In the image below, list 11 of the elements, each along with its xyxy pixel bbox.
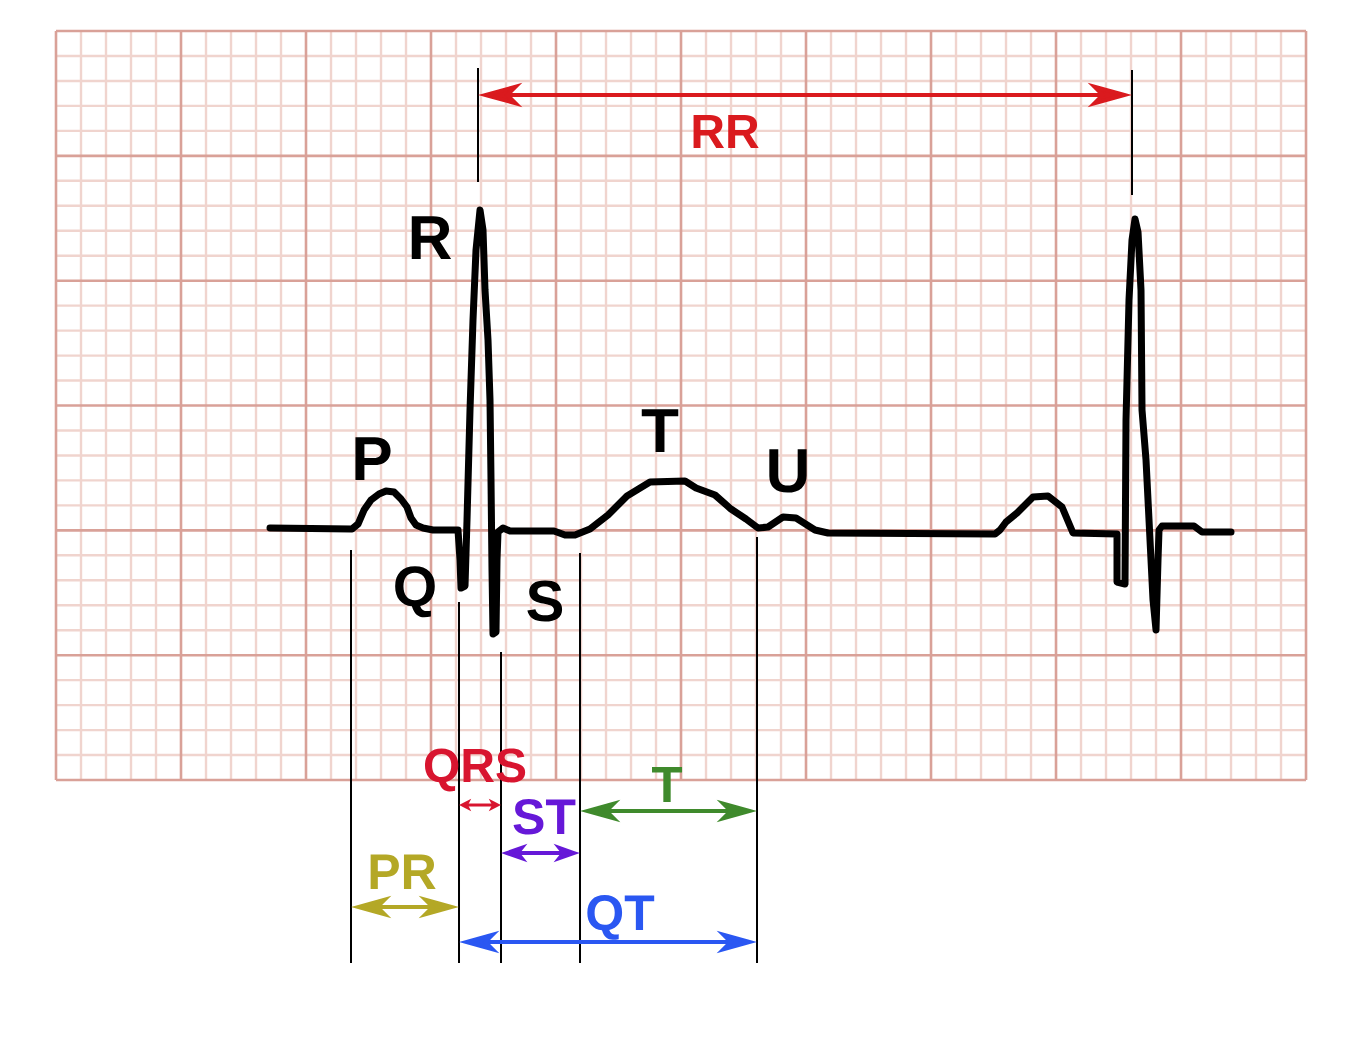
wave-label: R [411, 216, 452, 259]
wave-label: U [769, 449, 807, 493]
wave-label: P [355, 437, 391, 480]
interval-label: T [652, 766, 683, 802]
interval-label: QT [587, 895, 655, 940]
interval-label: PR [370, 854, 436, 889]
interval-label: ST [513, 799, 576, 835]
wave-label: Q [395, 566, 435, 618]
interval-label: RR [693, 114, 759, 148]
wave-label: S [527, 580, 563, 622]
wave-label: T [641, 409, 679, 452]
